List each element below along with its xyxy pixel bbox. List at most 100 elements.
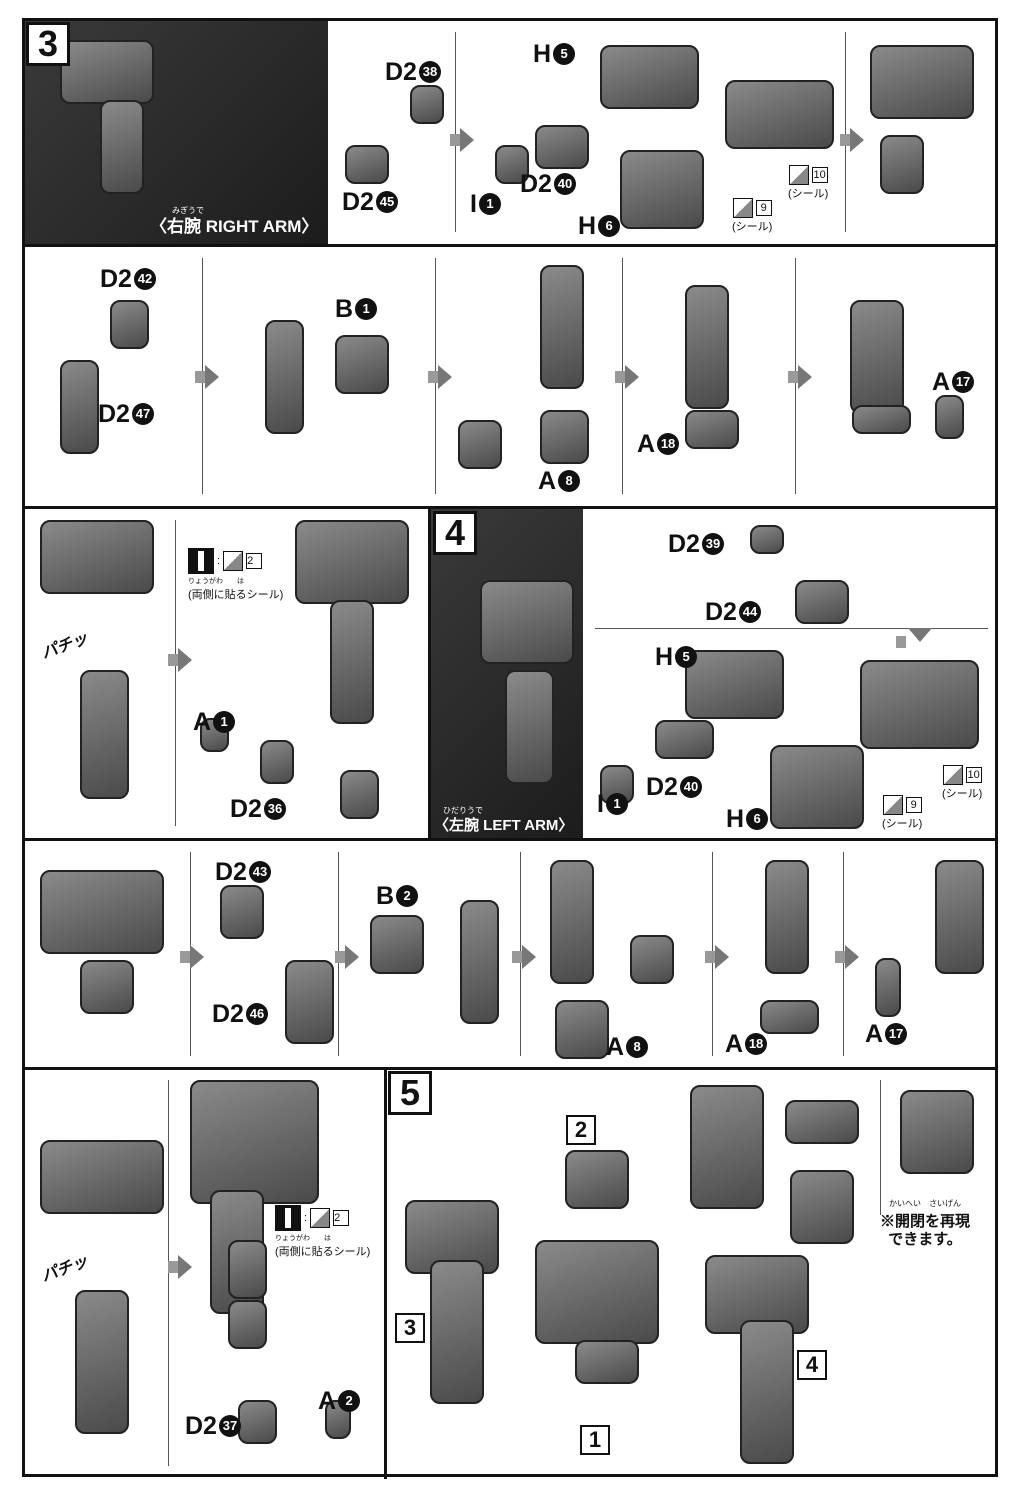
part-number: 2	[338, 1390, 361, 1412]
part-runner: D2	[385, 58, 417, 86]
part-illustration	[760, 1000, 819, 1034]
part-illustration	[935, 860, 984, 974]
part-illustration	[750, 525, 784, 554]
right-arm-caption: 〈右腕 RIGHT ARM〉	[150, 217, 319, 236]
part-illustration	[620, 150, 704, 229]
part-illustration	[535, 1240, 659, 1344]
part-illustration	[685, 650, 784, 719]
part-number: 18	[657, 433, 680, 455]
sticker-text: (シール)	[732, 221, 773, 233]
part-illustration	[875, 958, 901, 1017]
sticker-note: 9(シール)	[732, 198, 772, 234]
part-runner: H	[578, 212, 597, 240]
part-runner: H	[726, 805, 745, 833]
part-illustration	[785, 1100, 859, 1144]
sticker-number: 9	[905, 797, 922, 813]
next-step-arrow-icon	[450, 128, 474, 152]
manual-frame	[22, 18, 998, 1477]
part-illustration	[565, 1150, 629, 1209]
part-runner: D2	[705, 598, 737, 626]
part-runner: H	[533, 40, 552, 68]
part-illustration	[535, 125, 589, 169]
part-runner: D2	[215, 858, 247, 886]
part-illustration	[725, 80, 834, 149]
part-runner: A	[637, 430, 656, 458]
next-step-arrow-icon	[835, 945, 859, 969]
part-illustration	[460, 900, 499, 1024]
part-number: 1	[605, 793, 628, 815]
next-step-arrow-icon	[615, 365, 639, 389]
part-runner: D2	[98, 400, 130, 428]
part-illustration	[860, 660, 979, 749]
separator	[595, 628, 988, 629]
part-illustration	[770, 745, 864, 829]
sticker-text: (シール)	[882, 818, 923, 830]
next-step-arrow-icon	[168, 1255, 192, 1279]
part-runner: H	[655, 643, 674, 671]
part-illustration	[410, 85, 444, 124]
part-number: 43	[248, 861, 271, 883]
part-runner: A	[725, 1030, 744, 1058]
part-runner: B	[376, 882, 395, 910]
separator	[168, 1080, 169, 1466]
row-divider	[22, 1067, 998, 1070]
part-illustration	[540, 265, 584, 389]
part-illustration	[40, 520, 154, 594]
part-number: 17	[952, 371, 975, 393]
row-divider	[22, 244, 998, 247]
part-runner: D2	[520, 170, 552, 198]
part-runner: B	[335, 295, 354, 323]
part-runner: D2	[100, 265, 132, 293]
row-divider	[22, 838, 998, 841]
part-runner: A	[318, 1387, 337, 1415]
part-number: 6	[746, 808, 769, 830]
part-number: 8	[626, 1036, 649, 1058]
next-step-arrow-icon	[705, 945, 729, 969]
part-illustration	[260, 740, 294, 784]
part-illustration	[495, 145, 529, 184]
step-number-4: 4	[433, 511, 477, 555]
part-illustration	[75, 1290, 129, 1434]
sticker-text: (両側に貼るシール)	[275, 1246, 371, 1258]
part-runner: A	[538, 467, 557, 495]
part-illustration	[555, 1000, 609, 1059]
part-illustration	[480, 580, 574, 664]
sticker-icon	[942, 765, 963, 785]
part-illustration	[935, 395, 964, 439]
part-number: 47	[131, 403, 154, 425]
part-number: 40	[679, 776, 702, 798]
part-runner: D2	[342, 188, 374, 216]
part-illustration	[228, 1240, 267, 1299]
part-illustration	[190, 1080, 319, 1204]
note-ruby: かいへい さいげん	[889, 1199, 961, 1208]
next-step-arrow-icon	[896, 628, 932, 648]
part-number: 5	[553, 43, 576, 65]
next-step-arrow-icon	[840, 128, 864, 152]
part-number: 1	[355, 298, 378, 320]
part-illustration	[40, 870, 164, 954]
part-number: 5	[675, 646, 698, 668]
sticker-number: 2	[246, 553, 263, 569]
step-number-3: 3	[26, 22, 70, 66]
panel-divider	[384, 1067, 387, 1479]
part-number: 8	[558, 470, 581, 492]
next-step-arrow-icon	[335, 945, 359, 969]
part-runner: D2	[230, 795, 262, 823]
ruby-text: りょうがわ は	[275, 1235, 331, 1242]
part-illustration	[40, 1140, 164, 1214]
part-number: 36	[263, 798, 286, 820]
part-illustration	[265, 320, 304, 434]
part-illustration	[295, 520, 409, 604]
